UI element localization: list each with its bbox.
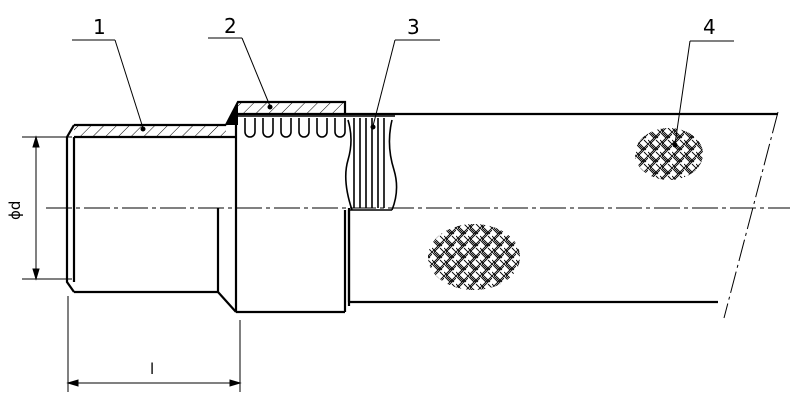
part1-hatch [74, 125, 226, 137]
pipe-break-line [723, 111, 779, 319]
callout-2: 2 [224, 14, 237, 38]
callout-3: 3 [407, 15, 420, 39]
pipe [345, 112, 778, 304]
length-dimension [66, 296, 242, 392]
diameter-label: ϕd [6, 201, 24, 220]
weave-pattern-upper [635, 128, 703, 180]
corrugated-tube [238, 115, 398, 211]
fitting-body [65, 123, 351, 314]
callout-4: 4 [703, 15, 716, 39]
sleeve-weld [226, 104, 238, 125]
part2-hatch [238, 102, 345, 114]
length-label: l [150, 360, 154, 378]
callout-1: 1 [93, 15, 106, 39]
diameter-dimension [22, 135, 72, 281]
leader-lines [72, 37, 734, 148]
weave-pattern-lower [428, 224, 520, 290]
